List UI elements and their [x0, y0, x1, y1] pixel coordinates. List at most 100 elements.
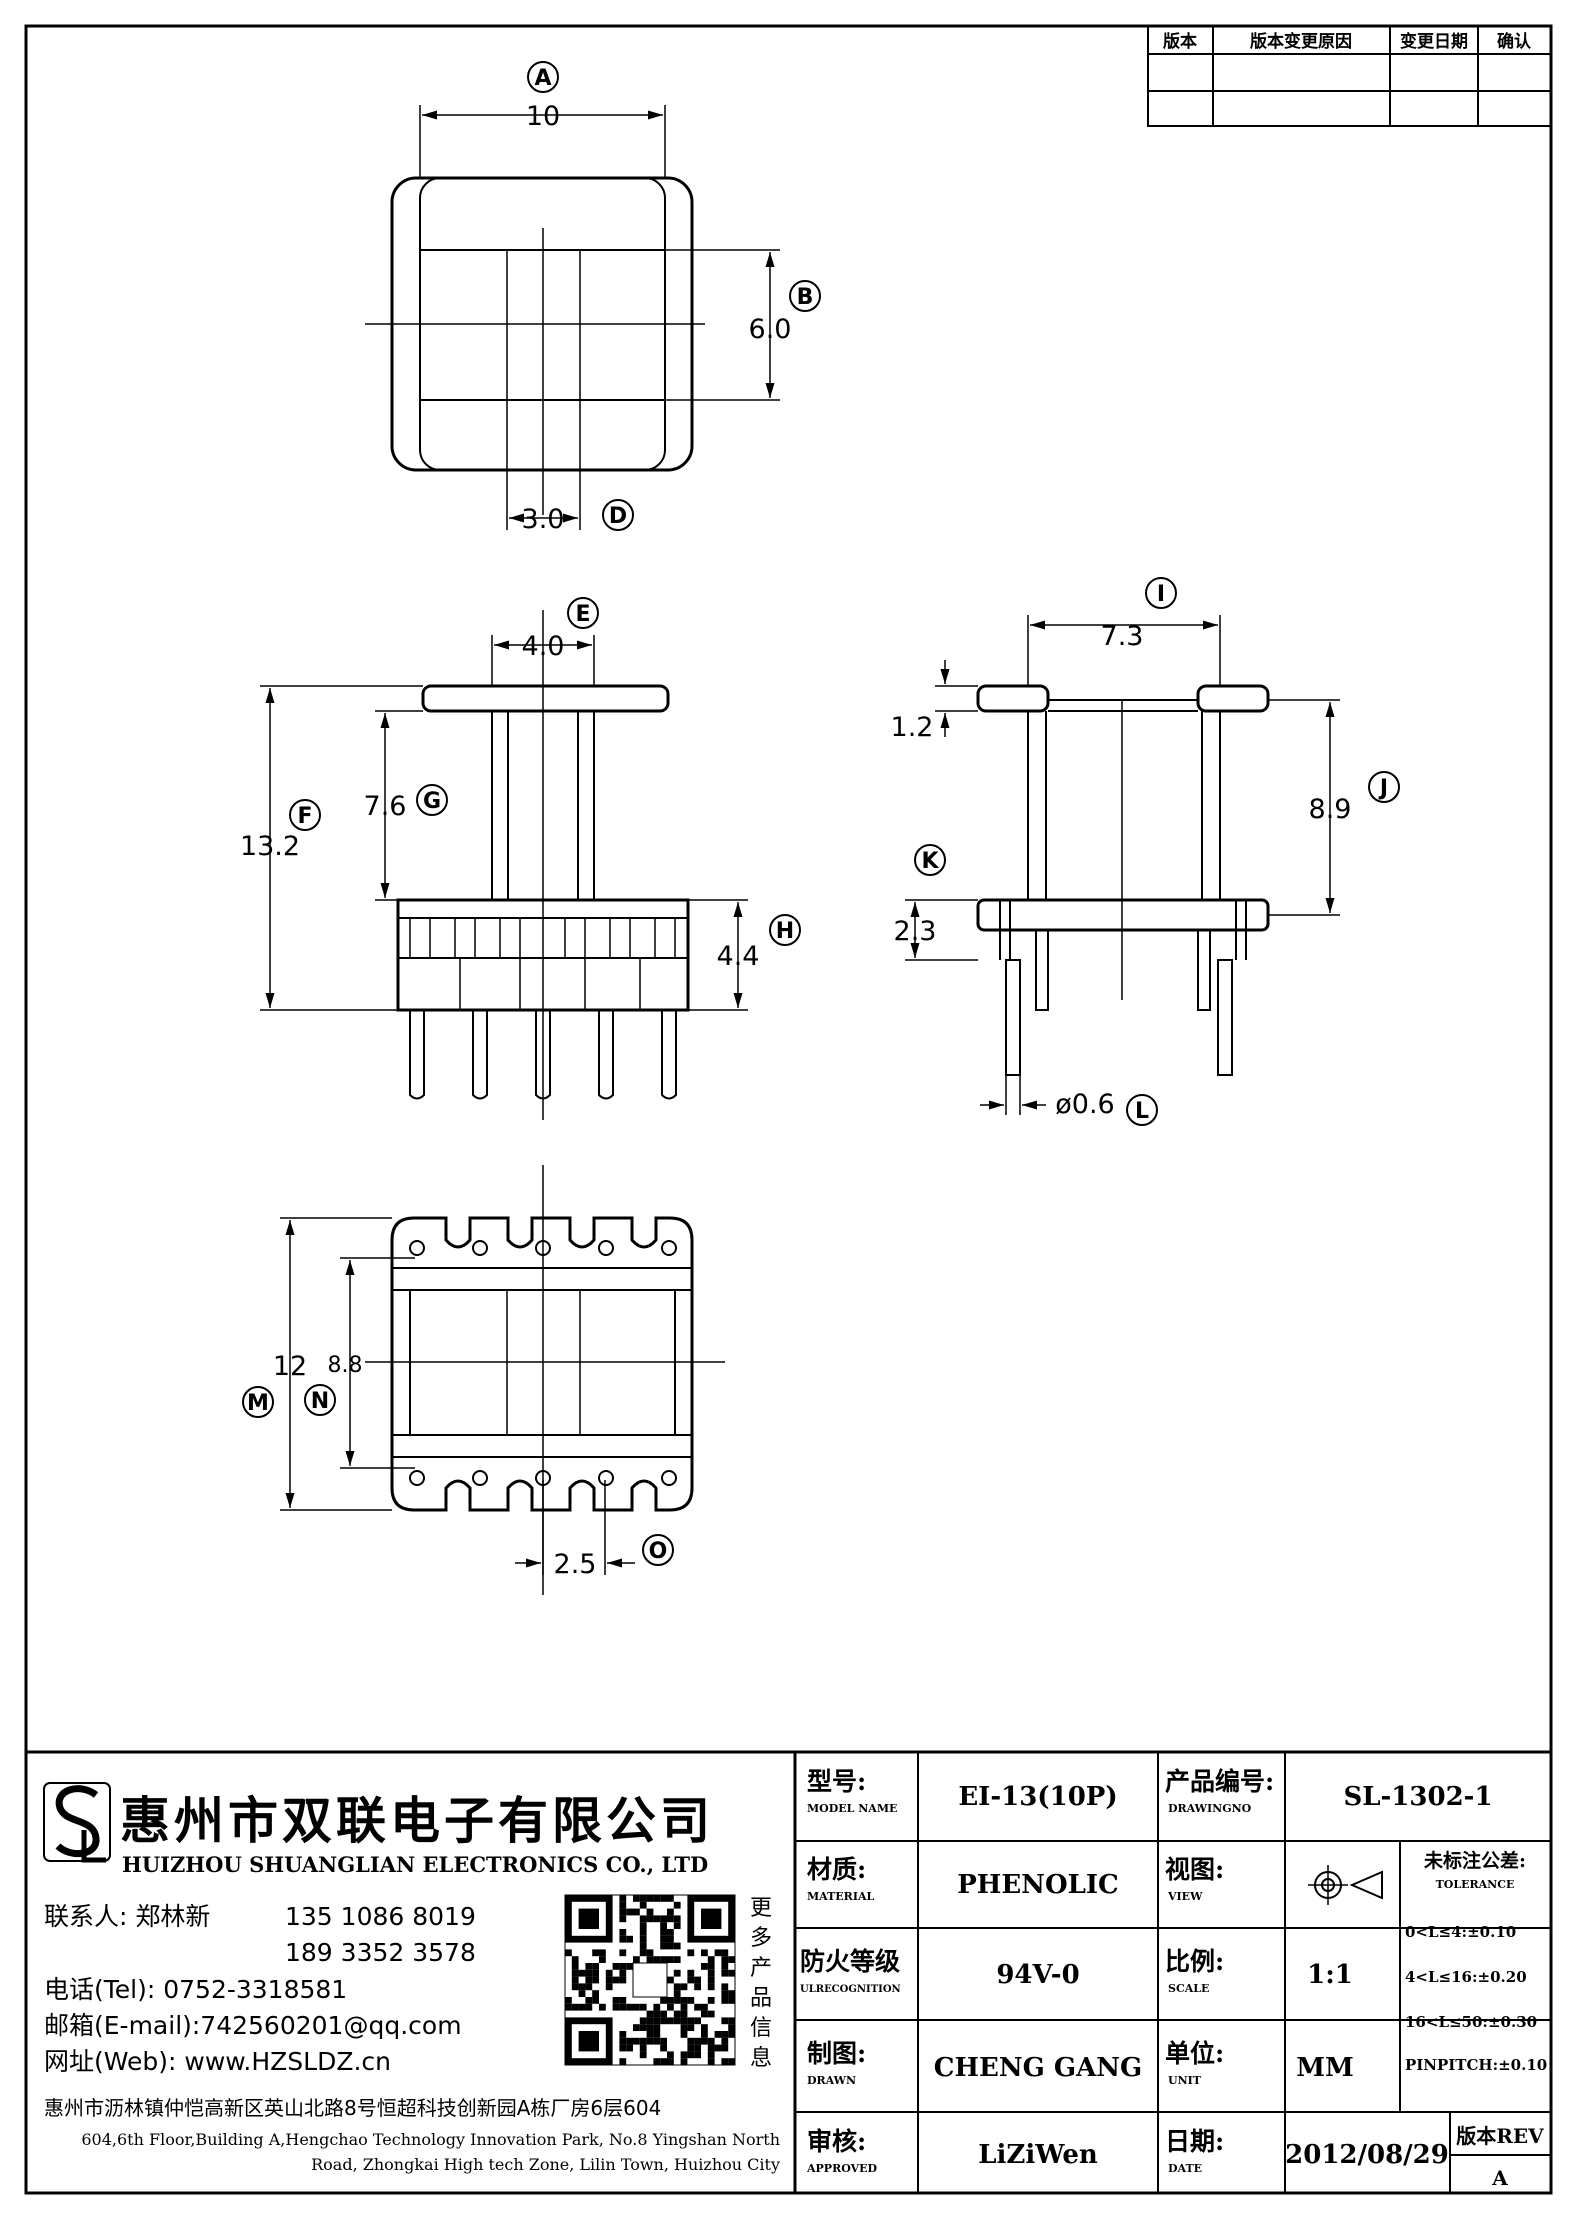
drawn-label-en: DRAWN: [807, 2074, 856, 2087]
more-info-4: 品: [750, 1986, 772, 2011]
bubble-J: J: [1368, 771, 1400, 803]
dim-pin-head-value: 1.2: [891, 712, 934, 743]
pin: [472, 1010, 488, 1100]
svg-text:B: B: [797, 285, 814, 310]
bubble-B: B: [789, 280, 821, 312]
address-en-line-2: Road, Zhongkai High tech Zone, Lilin Tow…: [311, 2155, 780, 2174]
unit-label: 单位:: [1165, 2039, 1224, 2068]
bubble-N: N: [304, 1384, 336, 1416]
drawing-no-value: SL-1302-1: [1343, 1782, 1492, 1812]
fire-rating-label-en: ULRECOGNITION: [800, 1984, 901, 1995]
bottom-outline-path: [390, 1216, 694, 1512]
pin: [598, 1010, 614, 1100]
svg-text:J: J: [1378, 776, 1388, 801]
bubble-F: F: [289, 799, 321, 831]
tolerance-label-en: TOLERANCE: [1436, 1878, 1515, 1891]
pin-hole: [598, 1470, 614, 1486]
top-view: [365, 105, 780, 530]
dim-D-value: 3.0: [522, 504, 565, 535]
rev-header-version: 版本: [1163, 31, 1197, 52]
date-label: 日期:: [1165, 2127, 1224, 2156]
bubble-A: A: [527, 61, 559, 93]
svg-text:N: N: [311, 1389, 329, 1414]
model-value: EI-13(10P): [958, 1782, 1117, 1812]
fire-rating-value: 94V-0: [996, 1960, 1079, 1990]
model-label-en: MODEL NAME: [807, 1802, 897, 1815]
sheet-border: [24, 24, 1553, 2195]
scale-value: 1:1: [1307, 1960, 1353, 1990]
svg-text:D: D: [609, 504, 627, 529]
pin-hole: [661, 1470, 677, 1486]
pin-hole: [409, 1470, 425, 1486]
pin-hole: [535, 1240, 551, 1256]
pin-hole: [535, 1470, 551, 1486]
svg-text:F: F: [297, 804, 312, 829]
tolerance-1: 0<L≤4:±0.10: [1405, 1923, 1516, 1941]
dim-E-value: 4.0: [522, 631, 565, 662]
bubble-L: L: [1126, 1094, 1158, 1126]
svg-text:I: I: [1157, 582, 1165, 607]
svg-text:O: O: [649, 1539, 668, 1564]
pin-hole: [472, 1470, 488, 1486]
tolerance-3: 16<L≤50:±0.30: [1405, 2013, 1537, 2031]
contact-web: 网址(Web): www.HZSLDZ.cn: [44, 2047, 391, 2076]
front-pins: [409, 1010, 677, 1100]
view-label-en: VIEW: [1167, 1890, 1203, 1903]
svg-text:G: G: [423, 789, 441, 814]
bubble-I: I: [1145, 577, 1177, 609]
approved-by-value: LiZiWen: [978, 2140, 1098, 2170]
dim-G-value: 7.6: [364, 791, 407, 822]
qr-code: [564, 1894, 736, 2066]
drawn-label: 制图:: [807, 2039, 866, 2068]
company-logo: [43, 1782, 111, 1863]
rev-label: 版本REV: [1456, 2124, 1544, 2148]
dim-H-value: 4.4: [717, 941, 760, 972]
tolerance-4: PINPITCH:±0.10: [1405, 2056, 1547, 2074]
dim-O-value: 2.5: [554, 1549, 597, 1580]
bubble-D: D: [602, 499, 634, 531]
pin-hole: [409, 1240, 425, 1256]
svg-text:L: L: [1135, 1099, 1149, 1124]
drawn-by-value: CHENG GANG: [934, 2053, 1142, 2083]
contact-person: 联系人: 郑林新: [44, 1902, 210, 1931]
material-value: PHENOLIC: [957, 1870, 1118, 1900]
bubble-M: M: [242, 1386, 274, 1418]
rev-value: A: [1491, 2166, 1508, 2190]
address-cn: 惠州市沥林镇仲恺高新区英山北路8号恒超科技创新园A栋厂房6层604: [44, 2096, 661, 2120]
front-base-slots: [409, 918, 676, 1010]
approved-label-en: APPROVED: [806, 2162, 878, 2175]
dim-B-value: 6.0: [749, 314, 792, 345]
pin: [409, 1010, 425, 1100]
more-info-3: 产: [750, 1956, 772, 1981]
drawing-no-label-en: DRAWINGNO: [1168, 1802, 1252, 1815]
material-label-en: MATERIAL: [807, 1890, 875, 1903]
contact-phone-1: 135 1086 8019: [285, 1902, 476, 1931]
scale-label-en: SCALE: [1168, 1982, 1209, 1995]
pin-hole: [472, 1240, 488, 1256]
front-view: [260, 610, 748, 1120]
revision-table: 版本 版本变更原因 变更日期 确认: [1147, 25, 1552, 127]
pin-hole: [598, 1240, 614, 1256]
dim-M-value: 12: [273, 1351, 307, 1382]
more-info-2: 多: [750, 1926, 772, 1951]
svg-text:K: K: [921, 849, 939, 874]
bubble-G: G: [416, 784, 448, 816]
dim-A-value: 10: [526, 101, 560, 132]
dim-L-value: ø0.6: [1055, 1089, 1114, 1120]
projection-symbol-icon: [1308, 1865, 1383, 1905]
dim-J-value: 8.9: [1309, 794, 1352, 825]
material-label: 材质:: [807, 1855, 866, 1884]
side-view: [905, 615, 1340, 1115]
more-info-1: 更: [750, 1896, 772, 1921]
bottom-pin-holes: [409, 1240, 677, 1486]
contact-tel: 电话(Tel): 0752-3318581: [44, 1975, 347, 2004]
drawing-no-label: 产品编号:: [1165, 1767, 1274, 1796]
date-value: 2012/08/29: [1285, 2140, 1449, 2170]
dim-K-value: 2.3: [894, 916, 937, 947]
bottom-outline: [390, 1216, 694, 1512]
scale-label: 比例:: [1165, 1947, 1224, 1976]
more-info-6: 息: [750, 2046, 772, 2071]
pin: [661, 1010, 677, 1100]
model-label: 型号:: [807, 1767, 866, 1796]
